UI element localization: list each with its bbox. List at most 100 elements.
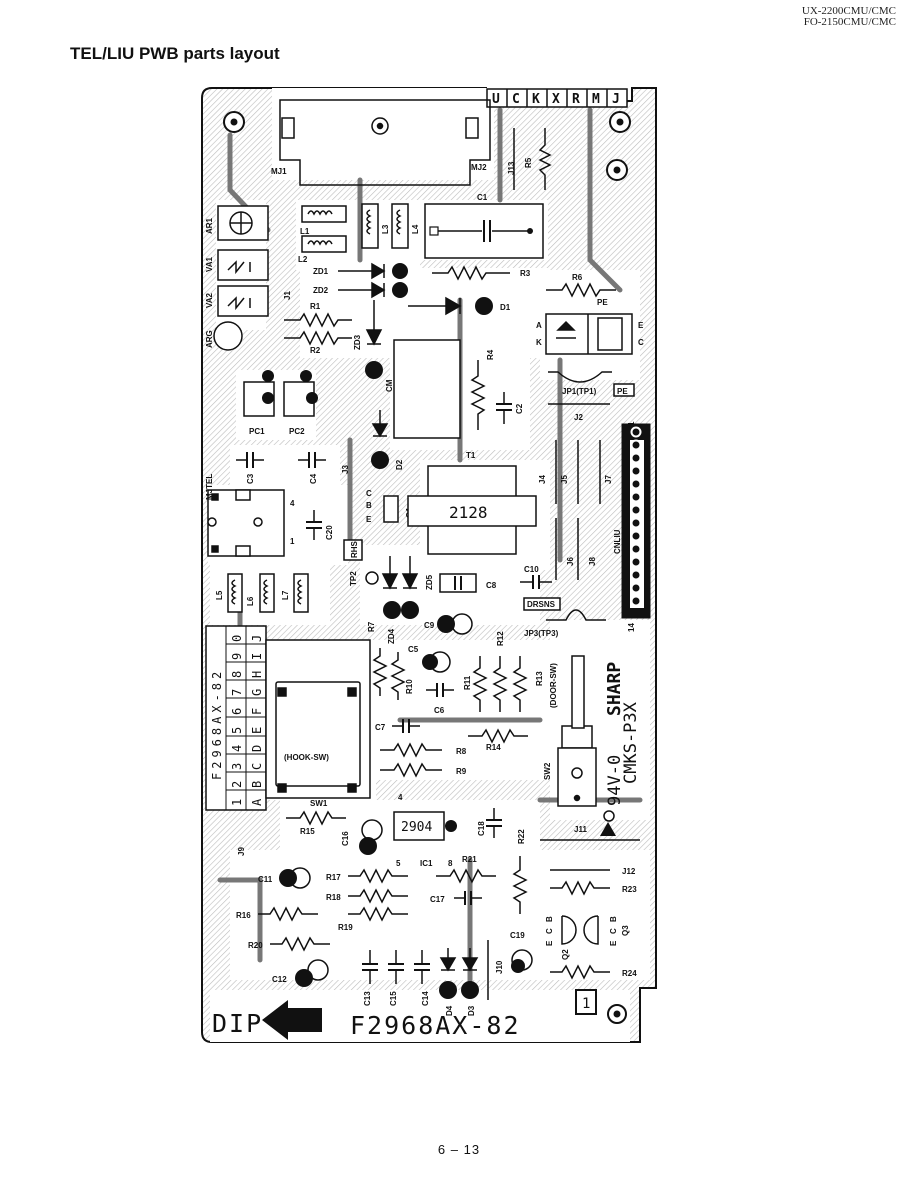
label-c5: C5 — [408, 645, 419, 654]
zener-zd3 — [365, 300, 383, 346]
cmks-code: CMKS-P3X — [621, 701, 641, 784]
label-r12: R12 — [496, 631, 505, 646]
label-c7: C7 — [375, 723, 386, 732]
capacitor-c16 — [361, 819, 383, 841]
solder-pad-d1 — [475, 297, 493, 315]
label-r19: R19 — [338, 923, 353, 932]
label-mjtel: MJTEL — [205, 474, 214, 500]
label-l5: L5 — [215, 590, 224, 600]
label-cnliu-pin14: 14 — [627, 623, 636, 632]
label-c1: C1 — [477, 193, 488, 202]
dip-num-5: 5 — [230, 727, 244, 734]
capacitor-c18 — [486, 808, 502, 838]
traces — [217, 107, 643, 983]
page-number: 6 – 13 — [437, 1142, 481, 1157]
label-sw2: SW2 — [543, 762, 552, 780]
resistors-r11-r13 — [472, 656, 528, 712]
capacitors-c13-c15 — [362, 950, 430, 984]
label-rhs: RHS — [350, 540, 359, 558]
dip-letter-h: H — [250, 671, 264, 678]
label-pc2: PC2 — [289, 427, 305, 436]
solder-pad-zd2 — [392, 282, 408, 298]
capacitors-c6-c7 — [392, 683, 454, 733]
dip-switch-table: F2968AX-82 1 2 3 4 5 6 7 8 9 0 A B C D E… — [205, 625, 267, 811]
label-c9: C9 — [424, 621, 435, 630]
ic-2904 — [393, 811, 445, 841]
coils-l1-l4 — [301, 203, 409, 253]
label-c13: C13 — [363, 991, 372, 1006]
solder-pad-zd3 — [365, 361, 383, 379]
label-j3: J3 — [341, 465, 350, 474]
jack-mjtel — [207, 489, 285, 557]
label-l1: L1 — [300, 227, 310, 236]
label-c14: C14 — [421, 991, 430, 1006]
label-r20: R20 — [248, 941, 263, 950]
label-jp3: JP3(TP3) — [524, 629, 559, 638]
solder-pad-zd4-b — [401, 601, 419, 619]
solder-pad-d2 — [371, 451, 389, 469]
label-r21: R21 — [462, 855, 477, 864]
resistor-r4 — [470, 360, 486, 430]
ul-mark-icon — [603, 810, 615, 822]
ic-label-2904: 2904 — [401, 820, 432, 835]
label-r5: R5 — [524, 157, 533, 168]
page-title: TEL/LIU PWB parts layout — [70, 44, 280, 63]
capacitor-c10 — [520, 575, 552, 589]
label-l6: L6 — [246, 596, 255, 606]
dip-letter-i: I — [250, 653, 264, 660]
connector-letter-m: M — [592, 92, 600, 107]
resistor-r23 — [550, 880, 610, 896]
label-r10: R10 — [405, 679, 414, 694]
dip-num-6: 6 — [230, 708, 244, 715]
rhs-box — [343, 539, 363, 561]
transistor-q1 — [383, 495, 399, 523]
warning-triangle-icon — [600, 822, 616, 836]
label-c17: C17 — [430, 895, 445, 904]
label-ic-pin8: 8 — [448, 859, 453, 868]
label-va2: VA2 — [205, 292, 214, 308]
dip-num-2: 2 — [230, 781, 244, 788]
connector-cnliu — [621, 423, 651, 619]
model-number: UX-2200CMU/CMC FO-2150CMU/CMC — [802, 6, 896, 28]
ic-label-2128: 2128 — [449, 503, 488, 522]
dip-num-3: 3 — [230, 763, 244, 770]
label-r24: R24 — [622, 969, 637, 978]
photo-sensor-pe — [545, 313, 633, 355]
label-c19: C19 — [510, 931, 525, 940]
label-c4: C4 — [309, 473, 318, 484]
zener-zd1-zd2 — [338, 262, 386, 299]
label-q3-c: C — [609, 928, 618, 934]
coils-l5-l7 — [227, 573, 309, 613]
door-switch-sw2 — [557, 725, 597, 807]
connector-letter-x: X — [552, 92, 560, 107]
label-mjtel-pin1: 1 — [290, 537, 295, 546]
pin1-marker-box — [575, 989, 597, 1015]
label-q1-c: C — [366, 489, 372, 498]
label-d1: D1 — [500, 303, 511, 312]
dip-letter-b: B — [250, 781, 264, 788]
label-zd1: ZD1 — [313, 267, 329, 276]
label-r9: R9 — [456, 767, 467, 776]
dip-label: DIP — [212, 1009, 263, 1038]
diode-d2 — [371, 410, 389, 438]
label-j7: J7 — [604, 475, 613, 484]
label-cnliu-pin1: 1 — [627, 421, 636, 426]
label-zd4: ZD4 — [387, 628, 396, 644]
dip-num-0: 0 — [230, 635, 244, 642]
label-j11: J11 — [574, 825, 587, 834]
label-hook-sw: (HOOK-SW) — [284, 753, 329, 762]
label-mjtel-pin4: 4 — [290, 499, 295, 508]
label-q2-e: E — [545, 940, 554, 946]
dip-num-9: 9 — [230, 653, 244, 660]
label-c3: C3 — [246, 473, 255, 484]
label-j9: J9 — [237, 847, 246, 856]
label-r2: R2 — [310, 346, 321, 355]
drsns-box — [523, 597, 561, 611]
rating-94v0: 94V-0 — [605, 755, 625, 806]
connector-letter-k: K — [532, 92, 540, 107]
label-r22: R22 — [517, 829, 526, 844]
label-j4: J4 — [538, 475, 547, 484]
resistor-r10 — [390, 652, 406, 700]
pin1-marker-label: 1 — [582, 996, 590, 1012]
dip-letter-f: F — [250, 708, 264, 715]
